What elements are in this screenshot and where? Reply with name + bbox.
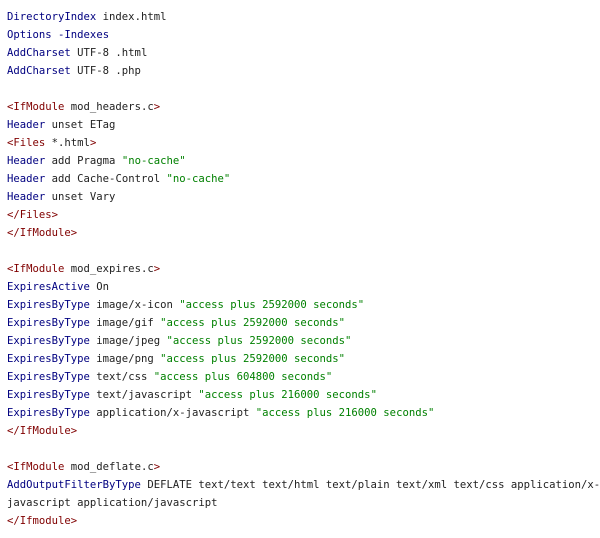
code-line: </Files> xyxy=(7,206,593,224)
tag-token: <IfModule xyxy=(7,101,65,113)
code-line: ExpiresByType text/css "access plus 6048… xyxy=(7,368,593,386)
code-line: </Ifmodule> xyxy=(7,512,593,530)
code-line: <IfModule mod_deflate.c> xyxy=(7,458,593,476)
plain-token: javascript application/javascript xyxy=(7,497,218,509)
plain-token: image/x-icon xyxy=(89,299,180,311)
directive-token: ExpiresByType xyxy=(7,371,90,383)
string-token: "access plus 2592000 seconds" xyxy=(166,335,352,347)
plain-token: DEFLATE text/text text/html text/plain t… xyxy=(140,479,600,491)
code-line: ExpiresActive On xyxy=(7,278,593,296)
plain-token: unset ETag xyxy=(45,119,116,131)
string-token: "access plus 216000 seconds" xyxy=(255,407,435,419)
string-token: "access plus 216000 seconds" xyxy=(198,389,377,401)
code-line: </IfModule> xyxy=(7,224,593,242)
directive-token: Header xyxy=(7,155,46,167)
directive-token: -Indexes xyxy=(58,29,110,41)
string-token: "no-cache" xyxy=(166,173,231,185)
code-line: ExpiresByType image/jpeg "access plus 25… xyxy=(7,332,593,350)
directive-token: ExpiresByType xyxy=(7,407,90,419)
tag-token: <Files xyxy=(7,137,46,149)
code-line: AddCharset UTF-8 .php xyxy=(7,62,593,80)
directive-token: DirectoryIndex xyxy=(7,11,97,23)
tag-token: > xyxy=(89,137,97,149)
plain-token: mod_deflate.c xyxy=(64,461,154,473)
plain-token: mod_expires.c xyxy=(64,263,154,275)
plain-token: On xyxy=(89,281,110,293)
plain-token: image/gif xyxy=(89,317,161,329)
code-line: </IfModule> xyxy=(7,422,593,440)
directive-token: ExpiresByType xyxy=(7,389,90,401)
plain-token: unset Vary xyxy=(45,191,116,203)
tag-token: > xyxy=(153,263,161,275)
code-line: ExpiresByType image/x-icon "access plus … xyxy=(7,296,593,314)
code-line: Header unset ETag xyxy=(7,116,593,134)
directive-token: AddCharset xyxy=(7,65,71,77)
plain-token: image/jpeg xyxy=(89,335,167,347)
code-line: ExpiresByType image/gif "access plus 259… xyxy=(7,314,593,332)
code-line: Options -Indexes xyxy=(7,26,593,44)
plain-token: image/png xyxy=(89,353,161,365)
code-line: <Files *.html> xyxy=(7,134,593,152)
plain-token: mod_headers.c xyxy=(64,101,154,113)
plain-token: *.html xyxy=(45,137,90,149)
plain-token: UTF-8 .php xyxy=(70,65,141,77)
directive-token: ExpiresByType xyxy=(7,299,90,311)
tag-token: > xyxy=(153,101,161,113)
tag-token: </Ifmodule> xyxy=(7,515,78,527)
directive-token: ExpiresActive xyxy=(7,281,90,293)
string-token: "access plus 2592000 seconds" xyxy=(179,299,365,311)
code-line: <IfModule mod_headers.c> xyxy=(7,98,593,116)
tag-token: </Files> xyxy=(7,209,59,221)
code-line: ExpiresByType image/png "access plus 259… xyxy=(7,350,593,368)
directive-token: Header xyxy=(7,191,46,203)
code-line: ExpiresByType text/javascript "access pl… xyxy=(7,386,593,404)
directive-token: ExpiresByType xyxy=(7,317,90,329)
tag-token: <IfModule xyxy=(7,461,65,473)
tag-token: <IfModule xyxy=(7,263,65,275)
code-line: AddOutputFilterByType DEFLATE text/text … xyxy=(7,476,600,494)
blank-line xyxy=(7,80,593,98)
code-line: <IfModule mod_expires.c> xyxy=(7,260,593,278)
directive-token: ExpiresByType xyxy=(7,335,90,347)
code-line: AddCharset UTF-8 .html xyxy=(7,44,593,62)
plain-token: add Pragma xyxy=(45,155,122,167)
plain-token: UTF-8 .html xyxy=(70,47,148,59)
plain-token: text/css xyxy=(89,371,154,383)
blank-line xyxy=(7,242,593,260)
string-token: "access plus 2592000 seconds" xyxy=(160,353,346,365)
string-token: "access plus 2592000 seconds" xyxy=(160,317,346,329)
plain-token: text/javascript xyxy=(89,389,199,401)
plain-token: application/x-javascript xyxy=(89,407,256,419)
plain-token: index.html xyxy=(96,11,167,23)
directive-token: AddCharset xyxy=(7,47,71,59)
string-token: "access plus 604800 seconds" xyxy=(153,371,333,383)
directive-token: Header xyxy=(7,119,46,131)
tag-token: > xyxy=(153,461,161,473)
code-line: Header add Pragma "no-cache" xyxy=(7,152,593,170)
plain-token: add Cache-Control xyxy=(45,173,167,185)
code-line: Header unset Vary xyxy=(7,188,593,206)
string-token: "no-cache" xyxy=(121,155,186,167)
code-line: DirectoryIndex index.html xyxy=(7,8,593,26)
directive-token: Header xyxy=(7,173,46,185)
directive-token: ExpiresByType xyxy=(7,353,90,365)
directive-token: Options xyxy=(7,29,52,41)
code-line: Header add Cache-Control "no-cache" xyxy=(7,170,593,188)
tag-token: </IfModule> xyxy=(7,425,78,437)
blank-line xyxy=(7,440,593,458)
directive-token: AddOutputFilterByType xyxy=(7,479,141,491)
tag-token: </IfModule> xyxy=(7,227,78,239)
code-line: ExpiresByType application/x-javascript "… xyxy=(7,404,593,422)
code-line: javascript application/javascript xyxy=(7,494,593,512)
